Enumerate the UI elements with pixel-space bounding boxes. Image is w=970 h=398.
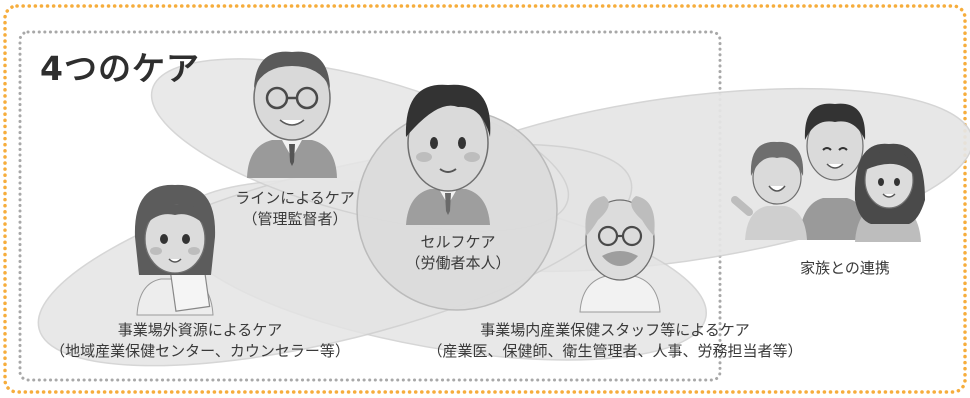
doctor-figure-icon	[579, 196, 661, 313]
outer-frame	[3, 4, 967, 394]
label-line-care: ラインによるケア （管理監督者）	[210, 188, 380, 230]
label-internal-care: 事業場内産業保健スタッフ等によるケア （産業医、保健師、衛生管理者、人事、労務担…	[405, 320, 825, 362]
label-family: 家族との連携	[780, 258, 910, 279]
self-care-role: （労働者本人）	[405, 254, 511, 272]
line-care-role: （管理監督者）	[242, 210, 348, 228]
internal-care-name: 事業場内産業保健スタッフ等によるケア	[480, 321, 750, 339]
label-self-care: セルフケア （労働者本人）	[380, 232, 536, 274]
self-care-name: セルフケア	[420, 233, 496, 251]
external-care-name: 事業場外資源によるケア	[117, 321, 283, 339]
family-name: 家族との連携	[800, 259, 890, 277]
family-figure-icon	[731, 103, 925, 242]
label-external-care: 事業場外資源によるケア （地域産業保健センター、カウンセラー等）	[30, 320, 370, 362]
internal-care-role: （産業医、保健師、衛生管理者、人事、労務担当者等）	[427, 342, 803, 360]
diagram-title: 4つのケア	[40, 49, 200, 88]
external-care-role: （地域産業保健センター、カウンセラー等）	[50, 342, 350, 360]
manager-figure-icon	[247, 51, 337, 178]
counselor-figure-icon	[134, 184, 216, 316]
line-care-name: ラインによるケア	[235, 189, 355, 207]
worker-figure-icon	[405, 84, 491, 225]
